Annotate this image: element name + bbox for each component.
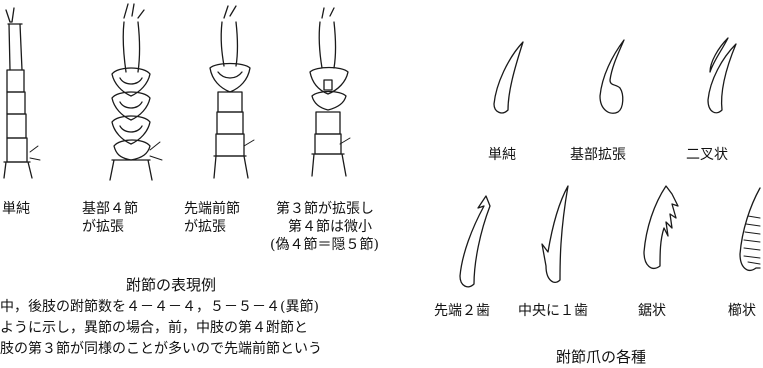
- tarsus-label-simple: 単純: [2, 201, 30, 217]
- claw-simple-drawing: [493, 41, 524, 114]
- tarsus-label-basal4: 基部４節 が拡張: [82, 200, 138, 236]
- tarsus-note-line-3: 肢の第３節が同様のことが多いので先端前節という: [0, 341, 322, 357]
- tarsus-third-drawing: [309, 7, 351, 177]
- tarsus-simple-drawing: [3, 7, 41, 179]
- claw-label-central-1-tooth: 中央に１歯: [518, 303, 588, 319]
- tarsus-basal4-drawing: [109, 3, 163, 181]
- claw-label-bifid: 二叉状: [686, 147, 728, 163]
- claw-bifid-drawing: [707, 37, 737, 114]
- claw-apical-2-teeth-drawing: [459, 195, 491, 288]
- tarsus-label-apical-line1: 先端前節: [184, 201, 240, 217]
- tarsus-note-line-1: 中，後肢の跗節数を４－４－４，５－５－４(異節): [0, 299, 319, 315]
- tarsus-label-third-line2: 第４節は微小: [288, 219, 372, 235]
- claw-label-apical-2-teeth: 先端２歯: [434, 303, 490, 319]
- claw-label-simple: 単純: [488, 147, 516, 163]
- claw-basal-expanded-drawing: [599, 39, 625, 114]
- claw-pectinate-drawing: [739, 187, 761, 271]
- claw-label-serrate: 鋸状: [638, 303, 666, 319]
- tarsus-note-line-2: ように示し，異節の場合，前，中肢の第４跗節と: [0, 320, 308, 336]
- tarsus-label-third: 第３節が拡張し 第４節は微小 (偽４節＝隠５節): [270, 200, 379, 254]
- tarsus-label-third-line3: (偽４節＝隠５節): [270, 237, 379, 253]
- tarsus-label-apical-line2: が拡張: [184, 219, 226, 235]
- tarsus-label-basal4-line2: が拡張: [82, 219, 124, 235]
- tarsus-label-basal4-line1: 基部４節: [82, 201, 138, 217]
- tarsus-label-third-line1: 第３節が拡張し: [276, 201, 374, 217]
- claw-figure-title: 跗節爪の各種: [556, 348, 647, 366]
- tarsus-figure-title: 跗節の表現例: [126, 276, 217, 294]
- claw-serrate-drawing: [643, 185, 679, 269]
- tarsus-apical-drawing: [209, 5, 255, 179]
- tarsus-label-apical: 先端前節 が拡張: [184, 200, 240, 236]
- claw-central-1-tooth-drawing: [541, 185, 569, 283]
- claw-label-basal-expanded: 基部拡張: [570, 147, 626, 163]
- claw-label-pectinate: 櫛状: [728, 303, 756, 319]
